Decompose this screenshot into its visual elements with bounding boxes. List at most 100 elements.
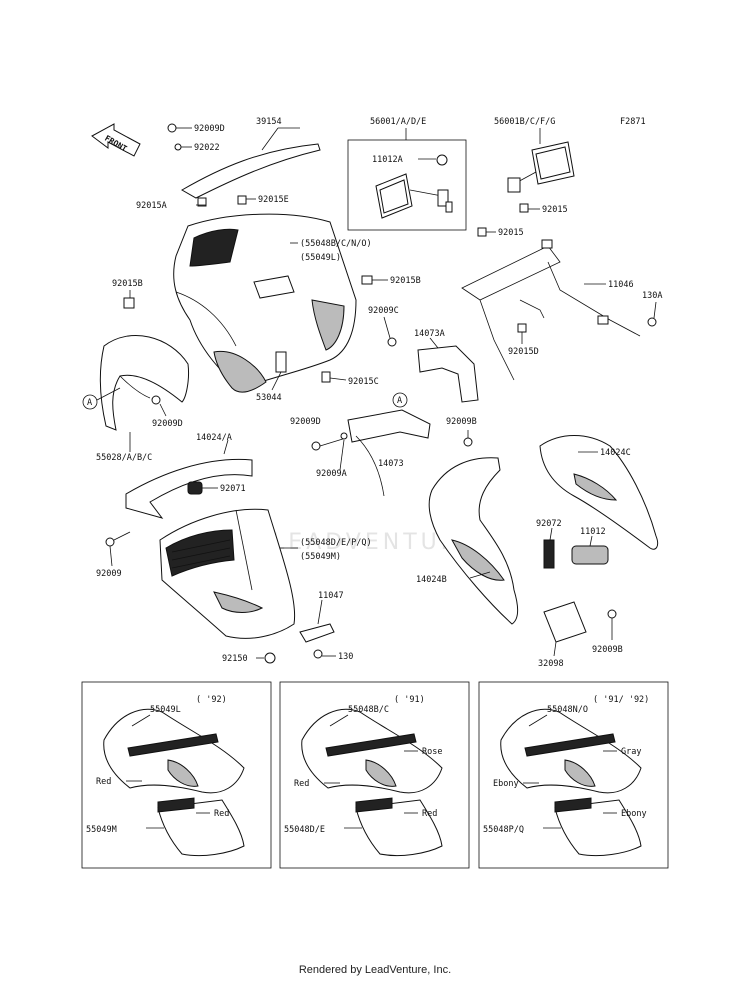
stripe bbox=[157, 797, 195, 813]
callout-11012A: 11012A bbox=[372, 155, 403, 165]
callout-11012: 11012 bbox=[580, 527, 606, 537]
callout-53044: 53044 bbox=[256, 393, 282, 403]
cowl-stay-bracket bbox=[461, 239, 641, 381]
bolt-icon bbox=[151, 395, 161, 405]
nut-icon bbox=[517, 323, 527, 333]
bolt-icon bbox=[264, 652, 276, 664]
clip-icon bbox=[123, 297, 135, 309]
callout-92009: 92009 bbox=[96, 569, 122, 579]
callout-92009B-mid: 92009B bbox=[446, 417, 477, 427]
trim-39154 bbox=[180, 143, 321, 199]
variant-color-label: Ebony bbox=[493, 779, 519, 789]
stripe bbox=[355, 797, 393, 813]
leader-lines-top-left bbox=[176, 127, 300, 206]
diagram-id: F2871 bbox=[620, 117, 646, 127]
inner-panel-14024B bbox=[428, 457, 519, 625]
callout-92009C: 92009C bbox=[368, 306, 399, 316]
trim-14024A bbox=[125, 458, 253, 519]
clip-icon bbox=[361, 275, 373, 285]
variant-upper-part: 55048B/C bbox=[348, 705, 389, 715]
variant-color-label: Gray bbox=[621, 747, 641, 757]
callout-32098: 32098 bbox=[538, 659, 564, 669]
mirror-left bbox=[375, 173, 453, 219]
bolt-icon bbox=[647, 317, 657, 327]
callout-55049L-top: (55049L) bbox=[300, 253, 341, 263]
variant-lower-part: 55048P/Q bbox=[483, 825, 524, 835]
variant-frame bbox=[81, 681, 272, 869]
callout-92009D-left: 92009D bbox=[152, 419, 183, 429]
variant-year: ( '91) bbox=[394, 695, 425, 705]
callout-92015B-right: 92015B bbox=[390, 276, 421, 286]
ref-marker-a-label: A bbox=[87, 398, 92, 408]
mirror-inset-box bbox=[347, 139, 467, 231]
callout-14073A: 14073A bbox=[414, 329, 445, 339]
bolt-icon bbox=[105, 537, 115, 547]
lower-cowl-sketch bbox=[157, 799, 245, 857]
lower-cowl-sketch bbox=[355, 799, 443, 857]
variant-lower-part: 55049M bbox=[86, 825, 117, 835]
upper-cowl bbox=[173, 213, 357, 393]
callout-92072: 92072 bbox=[536, 519, 562, 529]
stripe bbox=[524, 733, 616, 757]
variant-color-label: Red bbox=[214, 809, 229, 819]
variant-box: ( '91/ '92)55048N/O55048P/QGrayEbonyEbon… bbox=[478, 681, 669, 869]
vent bbox=[564, 759, 596, 787]
callout-92015E: 92015E bbox=[258, 195, 289, 205]
variant-frame bbox=[478, 681, 669, 869]
ref-marker-a bbox=[392, 392, 408, 408]
callout-55028ABC: 55028/A/B/C bbox=[96, 453, 152, 463]
pad-92072 bbox=[543, 539, 555, 569]
ref-marker-a-label-2: A bbox=[397, 396, 402, 406]
nut-icon bbox=[519, 203, 529, 213]
callout-39154: 39154 bbox=[256, 117, 282, 127]
callout-92009D-top: 92009D bbox=[194, 124, 225, 134]
bolt-icon bbox=[463, 437, 473, 447]
bolt-icon bbox=[387, 337, 397, 347]
bolt-icon bbox=[607, 609, 617, 619]
callout-92015-mirror: 92015 bbox=[542, 205, 568, 215]
windshield-trim-group bbox=[167, 123, 321, 207]
callout-92071: 92071 bbox=[220, 484, 246, 494]
nut-icon bbox=[197, 197, 207, 207]
variant-lower-part: 55048D/E bbox=[284, 825, 325, 835]
duct-14073A bbox=[417, 345, 479, 403]
washer-icon bbox=[174, 143, 182, 151]
callout-56001ADE: 56001/A/D/E bbox=[370, 117, 426, 127]
bolt-icon bbox=[167, 123, 177, 133]
bolt-icon bbox=[311, 441, 321, 451]
stripe bbox=[325, 733, 417, 757]
bracket-11047 bbox=[299, 623, 335, 643]
callout-55048BCNO: (55048B/C/N/O) bbox=[300, 239, 372, 249]
grommet-icon bbox=[187, 481, 203, 495]
panel-55028 bbox=[99, 335, 189, 431]
callout-92022: 92022 bbox=[194, 143, 220, 153]
callout-92009B-bot: 92009B bbox=[592, 645, 623, 655]
cap-icon bbox=[436, 154, 448, 166]
variant-color-label: Red bbox=[422, 809, 437, 819]
callout-92150: 92150 bbox=[222, 654, 248, 664]
variant-year: ( '91/ '92) bbox=[593, 695, 649, 705]
bolt-icon bbox=[313, 649, 323, 659]
variant-color-label: Rose bbox=[422, 747, 442, 757]
callout-14024C: 14024C bbox=[600, 448, 631, 458]
stripe bbox=[554, 797, 592, 813]
variant-upper-part: 55048N/O bbox=[547, 705, 588, 715]
upper-cowl-sketch bbox=[301, 708, 443, 794]
upper-cowl-sketch bbox=[103, 708, 245, 794]
variant-year: ( '92) bbox=[196, 695, 227, 705]
vent bbox=[365, 759, 397, 787]
nut-icon bbox=[340, 432, 348, 440]
lower-cowl bbox=[159, 508, 296, 639]
ref-marker-a bbox=[82, 394, 98, 410]
front-arrow-icon: FRONT bbox=[91, 123, 141, 157]
callout-92015D: 92015D bbox=[508, 347, 539, 357]
callout-14073: 14073 bbox=[378, 459, 404, 469]
callout-92009A: 92009A bbox=[316, 469, 347, 479]
variant-color-label: Red bbox=[96, 777, 111, 787]
callout-92015B-left: 92015B bbox=[112, 279, 143, 289]
footer-credit: Rendered by LeadVenture, Inc. bbox=[298, 964, 452, 976]
callout-92015C: 92015C bbox=[348, 377, 379, 387]
callout-55048DEPQ: (55048D/E/P/Q) bbox=[300, 538, 372, 548]
